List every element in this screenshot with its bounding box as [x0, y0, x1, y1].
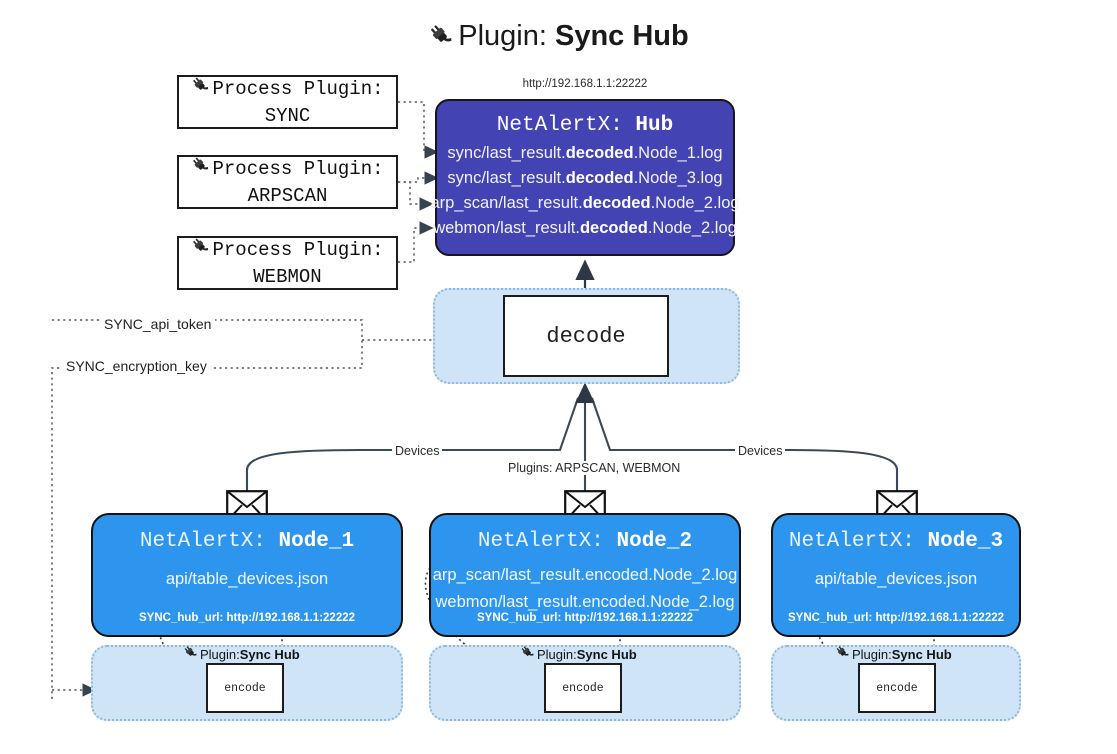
- encoder-plugin-prefix: Plugin:: [537, 646, 577, 662]
- edge-arpscan-plugin-to-log2: [398, 171, 439, 185]
- hub-address: http://192.168.1.1:22222: [522, 78, 648, 90]
- plug-icon: [191, 76, 210, 103]
- node-resource-line: webmon/last_result.encoded.Node_2.log: [435, 593, 735, 611]
- encoder-plugin-prefix: Plugin:: [852, 646, 892, 662]
- node-box-node-3[interactable]: NetAlertX: Node_3 api/table_devices.json…: [771, 513, 1021, 637]
- plug-icon: [520, 645, 535, 663]
- hub-title-name: Hub: [635, 114, 674, 137]
- node-resource-line: api/table_devices.json: [165, 570, 329, 588]
- process-plugin-name: SYNC: [264, 104, 311, 127]
- encoder-plugin-label-1: Plugin: Sync Hub: [183, 645, 300, 663]
- sync-encryption-key-label: SYNC_encryption_key: [62, 358, 211, 374]
- plug-icon: [183, 645, 198, 663]
- process-plugin-webmon-box[interactable]: Process Plugin: WEBMON: [177, 236, 398, 290]
- encode-box-node-1[interactable]: encode: [206, 663, 284, 713]
- hub-box[interactable]: NetAlertX: Hub sync/last_result.decoded.…: [430, 99, 740, 256]
- node-resource-line: arp_scan/last_result.encoded.Node_2.log: [432, 566, 738, 584]
- node-title: NetAlertX: Node_1: [139, 530, 355, 553]
- edge-label-center-plugins: Plugins: ARPSCAN, WEBMON: [505, 461, 684, 475]
- edge-settings-outline: [51, 319, 363, 700]
- hub-log-line: arp_scan/last_result.decoded.Node_2.log: [430, 194, 740, 212]
- encode-box-node-3[interactable]: encode: [858, 663, 936, 713]
- node-title: NetAlertX: Node_3: [788, 530, 1004, 553]
- title-name: Sync Hub: [554, 20, 689, 52]
- plug-icon: [191, 156, 210, 183]
- encoder-plugin-label-3: Plugin: Sync Hub: [835, 645, 952, 663]
- encode-box-node-2[interactable]: encode: [544, 663, 622, 713]
- process-plugin-label: Process Plugin:: [212, 158, 384, 180]
- plug-icon: [428, 21, 454, 59]
- plug-icon: [191, 237, 210, 264]
- edge-label-left-devices: Devices: [392, 444, 443, 458]
- process-plugin-name: WEBMON: [253, 265, 322, 288]
- process-plugin-label: Process Plugin:: [212, 78, 384, 100]
- node-hub-url: SYNC_hub_url: http://192.168.1.1:22222: [787, 612, 1005, 624]
- decode-box[interactable]: decode: [503, 295, 669, 377]
- encoder-plugin-name: Sync Hub: [891, 646, 952, 662]
- page-title: Plugin: Sync Hub: [0, 17, 1117, 59]
- encoder-plugin-name: Sync Hub: [239, 646, 300, 662]
- hub-title-prefix: NetAlertX:: [496, 114, 636, 137]
- process-plugin-label: Process Plugin:: [212, 239, 384, 261]
- hub-log-line: sync/last_result.decoded.Node_3.log: [447, 169, 723, 187]
- plug-icon: [835, 645, 850, 663]
- encoder-plugin-prefix: Plugin:: [200, 646, 240, 662]
- edge-sync-plugin-to-log1: [398, 101, 439, 159]
- node-hub-url: SYNC_hub_url: http://192.168.1.1:22222: [476, 612, 694, 624]
- encoder-plugin-label-2: Plugin: Sync Hub: [520, 645, 637, 663]
- edge-label-right-devices: Devices: [735, 444, 786, 458]
- hub-title: NetAlertX: Hub: [497, 111, 673, 141]
- node-box-node-1[interactable]: NetAlertX: Node_1 api/table_devices.json…: [91, 513, 403, 637]
- process-plugin-name: ARPSCAN: [247, 184, 328, 207]
- node-hub-url: SYNC_hub_url: http://192.168.1.1:22222: [138, 612, 356, 624]
- hub-log-line: sync/last_result.decoded.Node_1.log: [447, 144, 723, 162]
- sync-api-token-label: SYNC_api_token: [100, 316, 216, 332]
- title-prefix: Plugin:: [458, 20, 555, 52]
- process-plugin-arpscan-box[interactable]: Process Plugin: ARPSCAN: [177, 155, 398, 209]
- process-plugin-sync-box[interactable]: Process Plugin: SYNC: [177, 75, 398, 129]
- edge-arpscan-plugin-to-log3: [398, 181, 434, 211]
- node-title: NetAlertX: Node_2: [477, 530, 693, 553]
- edge-webmon-plugin-to-log4: [398, 221, 434, 263]
- hub-log-line: webmon/last_result.decoded.Node_2.log: [433, 219, 737, 237]
- node-resource-line: api/table_devices.json: [814, 570, 978, 588]
- node-box-node-2[interactable]: NetAlertX: Node_2 arp_scan/last_result.e…: [429, 513, 741, 637]
- encoder-plugin-name: Sync Hub: [576, 646, 637, 662]
